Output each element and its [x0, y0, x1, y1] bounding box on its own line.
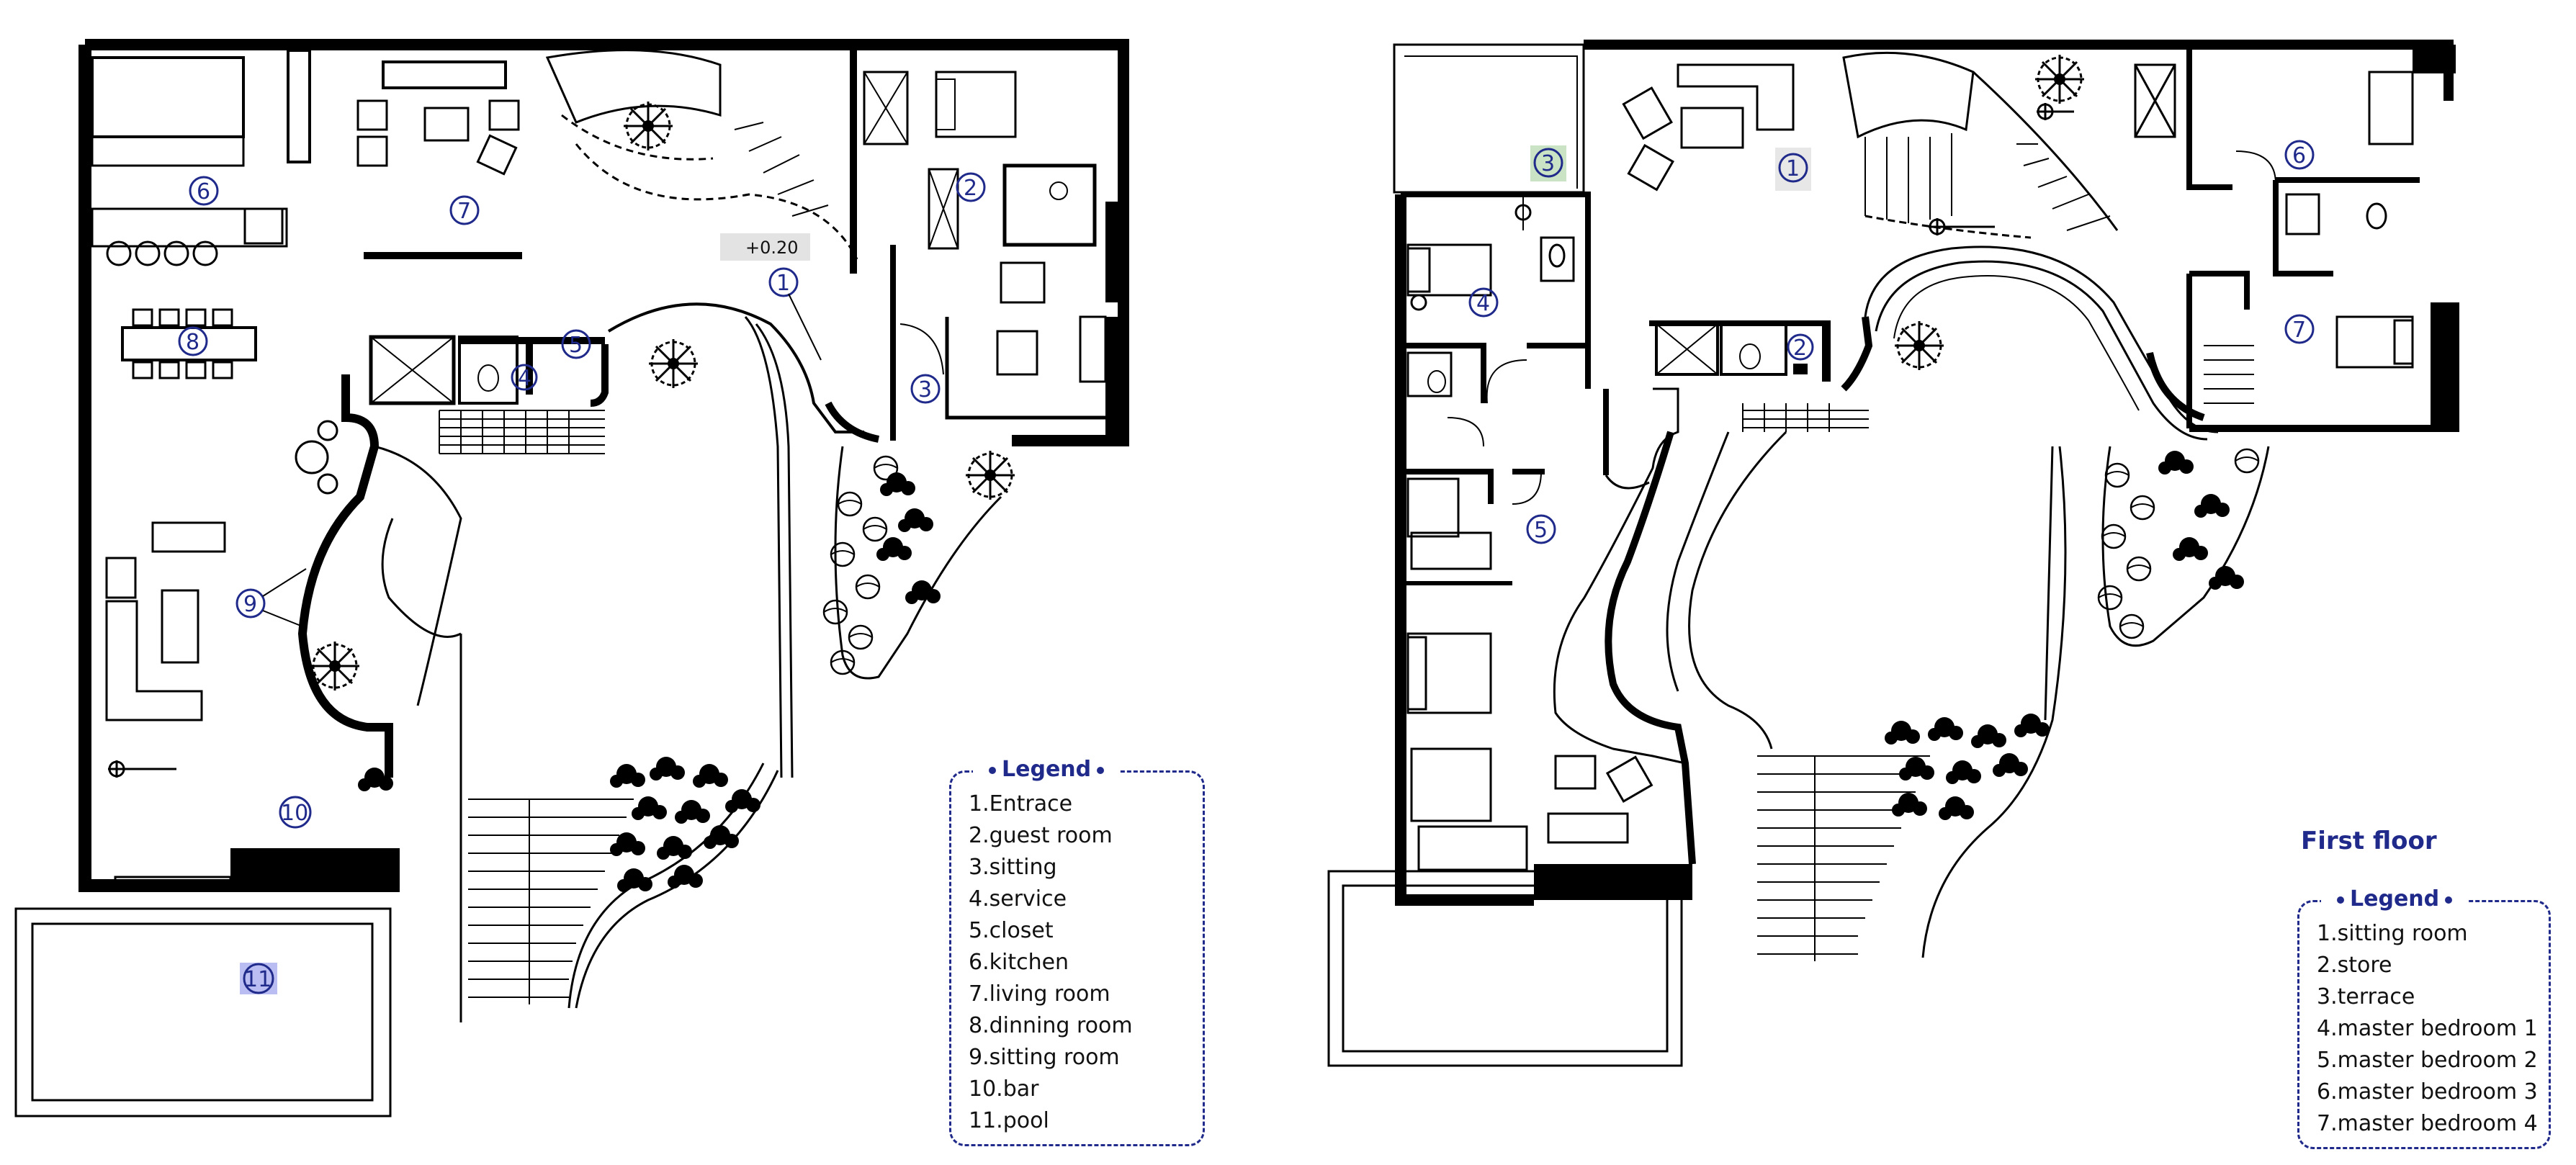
legend-item: 8.dinning room — [969, 1013, 1133, 1038]
ff-marker-5: 5 — [1534, 518, 1548, 543]
gf-marker-4: 4 — [518, 366, 531, 391]
ff-marker-6: 6 — [2292, 143, 2306, 168]
gf-marker-3: 3 — [918, 377, 932, 402]
first-floor-title: First floor — [2301, 827, 2437, 855]
legend-item: 6.kitchen — [969, 950, 1069, 975]
legend-item: 2.store — [2317, 953, 2392, 978]
legend-title: Legend — [2350, 886, 2440, 912]
gf-marker-9: 9 — [243, 592, 257, 617]
legend-item: 4.master bedroom 1 — [2317, 1016, 2538, 1041]
gf-marker-1: 1 — [776, 271, 790, 296]
gf-marker-7: 7 — [457, 199, 471, 224]
ff-marker-3: 3 — [1541, 151, 1555, 176]
legend-item: 6.master bedroom 3 — [2317, 1079, 2538, 1105]
legend-bullet-icon — [2337, 896, 2344, 904]
gf-marker-5: 5 — [569, 333, 583, 358]
legend-item: 4.service — [969, 886, 1067, 912]
legend-bullet-icon — [2445, 896, 2453, 904]
gf-marker-10: 10 — [281, 801, 308, 826]
ground-floor-plan: +0.20 — [14, 39, 1129, 1117]
gf-marker-2: 2 — [964, 176, 977, 201]
legend-bullet-icon — [1097, 766, 1105, 774]
first-floor-legend: Legend 1.sitting room 2.store 3.terrace … — [2297, 886, 2551, 1149]
ground-floor-legend: Legend 1.Entrace 2.guest room 3.sitting … — [949, 757, 1205, 1146]
legend-item: 3.terrace — [2317, 984, 2415, 1009]
legend-item: 10.bar — [969, 1076, 1039, 1102]
legend-item: 2.guest room — [969, 823, 1113, 848]
ground-floor-markers: 1 2 3 4 5 6 7 8 9 10 11 — [178, 172, 986, 994]
legend-item: 3.sitting — [969, 855, 1057, 880]
legend-item: 7.living room — [969, 981, 1110, 1007]
elevation-label: +0.20 — [745, 238, 799, 258]
gf-marker-6: 6 — [197, 179, 210, 204]
legend-item: 9.sitting room — [969, 1045, 1120, 1070]
legend-item: 11.pool — [969, 1108, 1049, 1133]
legend-item: 1.sitting room — [2317, 921, 2468, 946]
ff-marker-7: 7 — [2292, 318, 2306, 343]
ff-marker-4: 4 — [1476, 291, 1490, 316]
legend-title: Legend — [1002, 757, 1092, 782]
ff-marker-1: 1 — [1786, 156, 1800, 181]
legend-item: 1.Entrace — [969, 791, 1073, 817]
first-floor-plan — [1327, 40, 2459, 1067]
legend-item: 7.master bedroom 4 — [2317, 1111, 2538, 1136]
legend-item: 5.master bedroom 2 — [2317, 1048, 2538, 1073]
gf-marker-8: 8 — [186, 330, 199, 355]
legend-item: 5.closet — [969, 918, 1054, 943]
first-floor-markers: 1 2 3 4 5 6 7 — [1468, 140, 2315, 544]
gf-marker-11: 11 — [244, 967, 271, 992]
legend-bullet-icon — [989, 766, 996, 774]
ff-marker-2: 2 — [1793, 336, 1807, 361]
